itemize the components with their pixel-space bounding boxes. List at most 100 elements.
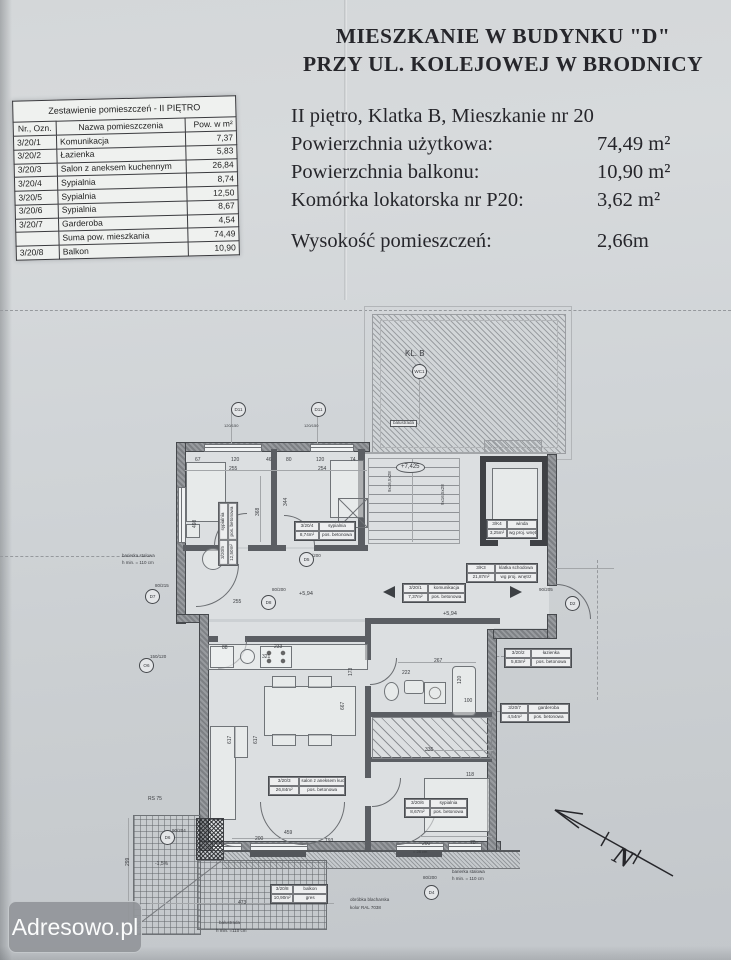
- dimension-line: [420, 836, 492, 837]
- marker-leader: [419, 378, 420, 424]
- summary-value: 10,90 m²: [597, 161, 671, 183]
- room-label-cell: 3/20/2: [505, 649, 532, 658]
- partition-wall: [314, 545, 368, 551]
- plan-text: 67: [195, 457, 201, 463]
- plan-text: 193: [325, 838, 334, 844]
- plan-text: RS 75: [148, 796, 162, 802]
- balcony-pillar: [196, 818, 224, 860]
- partition-wall: [208, 636, 218, 642]
- lift-wall: [480, 540, 498, 546]
- partition-wall: [365, 686, 371, 778]
- room-label-cell: pos. betonowa: [299, 785, 345, 795]
- plan-text: 254: [318, 466, 327, 472]
- partition-wall: [365, 622, 371, 660]
- summary-label: Komórka lokatorska nr P20:: [291, 189, 524, 211]
- plan-text: barierka stalowa: [452, 869, 485, 874]
- plan-text: 222: [402, 670, 411, 676]
- plan-text: 200: [422, 841, 431, 847]
- plan-text: 321: [262, 654, 271, 660]
- stairs-divider: [412, 458, 413, 542]
- plan-text: 667: [340, 701, 346, 710]
- furniture-nightstand: [186, 524, 200, 538]
- section-marker: [510, 586, 522, 598]
- room-label-cell: sypialnia: [429, 799, 467, 808]
- plan-marker: D7: [145, 589, 160, 604]
- summary-label: Powierzchnia balkonu:: [291, 161, 480, 183]
- plan-text: 100: [464, 698, 473, 704]
- room-label-cell: 3/20/3: [269, 777, 300, 786]
- plan-marker: D8: [261, 595, 276, 610]
- page-title: MIESZKANIE W BUDYNKU "D" PRZY UL. KOLEJO…: [278, 22, 728, 78]
- room-label-cell: 3/20/6: [405, 799, 430, 808]
- plan-text: 173: [348, 667, 354, 676]
- watermark-text: Adresowo.pl: [11, 913, 139, 940]
- plan-text: 78: [470, 840, 476, 846]
- dashed-reference-line: [0, 556, 150, 557]
- plan-text: 498: [192, 519, 198, 528]
- plan-marker: D11: [231, 402, 246, 417]
- summary-row: Powierzchnia użytkowa:74,49 m²: [291, 130, 723, 158]
- lift-wall: [480, 456, 486, 546]
- plan-text: h min. = 110 cm: [122, 560, 154, 565]
- plan-text: 617: [227, 735, 233, 744]
- plan-text: 120: [457, 675, 463, 684]
- toilet: [384, 682, 399, 701]
- plan-text: 80/215: [155, 583, 169, 588]
- plan-marker: D11: [311, 402, 326, 417]
- plan-text: 74: [350, 457, 356, 463]
- room-label-cell: wg proj. wnętrz: [507, 528, 537, 538]
- watermark-badge: Adresowo.pl: [8, 901, 142, 953]
- dashed-reference-line: [0, 310, 731, 311]
- room-label-cell: pos. betonowa: [429, 807, 467, 817]
- lift-wall: [542, 456, 548, 546]
- plan-text: 368: [255, 507, 261, 516]
- paper-fold-line: [344, 0, 347, 300]
- plan-text: 473: [238, 900, 247, 906]
- north-arrow: N: [554, 809, 674, 877]
- plan-text: KL. B: [405, 349, 425, 358]
- plan-text: 120: [231, 457, 240, 463]
- plan-text: 255: [233, 599, 242, 605]
- plan-text: 9x16,5x28: [387, 471, 392, 492]
- room-label-cell: 8,74m²: [295, 530, 319, 540]
- room-label-cell: garderoba: [528, 704, 569, 713]
- plan-text: barierka stalowa: [122, 553, 155, 558]
- title-line-2: PRZY UL. KOLEJOWEJ W BRODNICY: [302, 52, 704, 76]
- partition-wall: [365, 806, 371, 850]
- plan-text: = 28 cm: [413, 849, 428, 854]
- plan-text: 120/150: [224, 423, 239, 428]
- room-label-cell: 3/K3: [467, 564, 495, 573]
- room-label-cell: salon z aneksem kuchennym: [299, 777, 345, 786]
- plan-text: kolor RAL 7038: [350, 905, 381, 910]
- plan-text: 200: [255, 836, 264, 842]
- title-line-1: MIESZKANIE W BUDYNKU "D": [335, 24, 671, 48]
- bathtub: [452, 666, 476, 716]
- plan-text: h min. =110 cm: [216, 928, 247, 933]
- plan-text: 233: [274, 644, 283, 650]
- dimension-line: [260, 476, 261, 542]
- plan-text: 118: [466, 772, 474, 778]
- room-label-cell: sypialnia: [319, 522, 355, 531]
- room-label-cell: pos. betonowa: [228, 502, 237, 541]
- plan-text: 255: [229, 466, 238, 472]
- page-bottom-shadow: [0, 946, 731, 960]
- plan-text: h min. = 110 cm: [452, 876, 484, 881]
- room-label-cell: 3/20/4: [295, 522, 319, 531]
- plan-text: obróbka blacharska: [350, 897, 390, 902]
- room-label-cell: klatka schodowa: [495, 564, 537, 573]
- plan-text: 150/120: [150, 654, 167, 659]
- window: [310, 444, 354, 452]
- room-label-cell: 10,90m²: [271, 893, 294, 903]
- room-label-cell: pos. betonowa: [528, 712, 569, 722]
- room-label-cell: winda: [507, 520, 537, 529]
- plan-text: 46: [266, 457, 272, 463]
- lift-wall: [530, 540, 548, 546]
- room-label-cell: 3/20/7: [501, 704, 529, 713]
- summary-row: Powierzchnia balkonu: 10,90 m²: [291, 158, 723, 186]
- room-label-cell: 21,87m²: [467, 572, 495, 582]
